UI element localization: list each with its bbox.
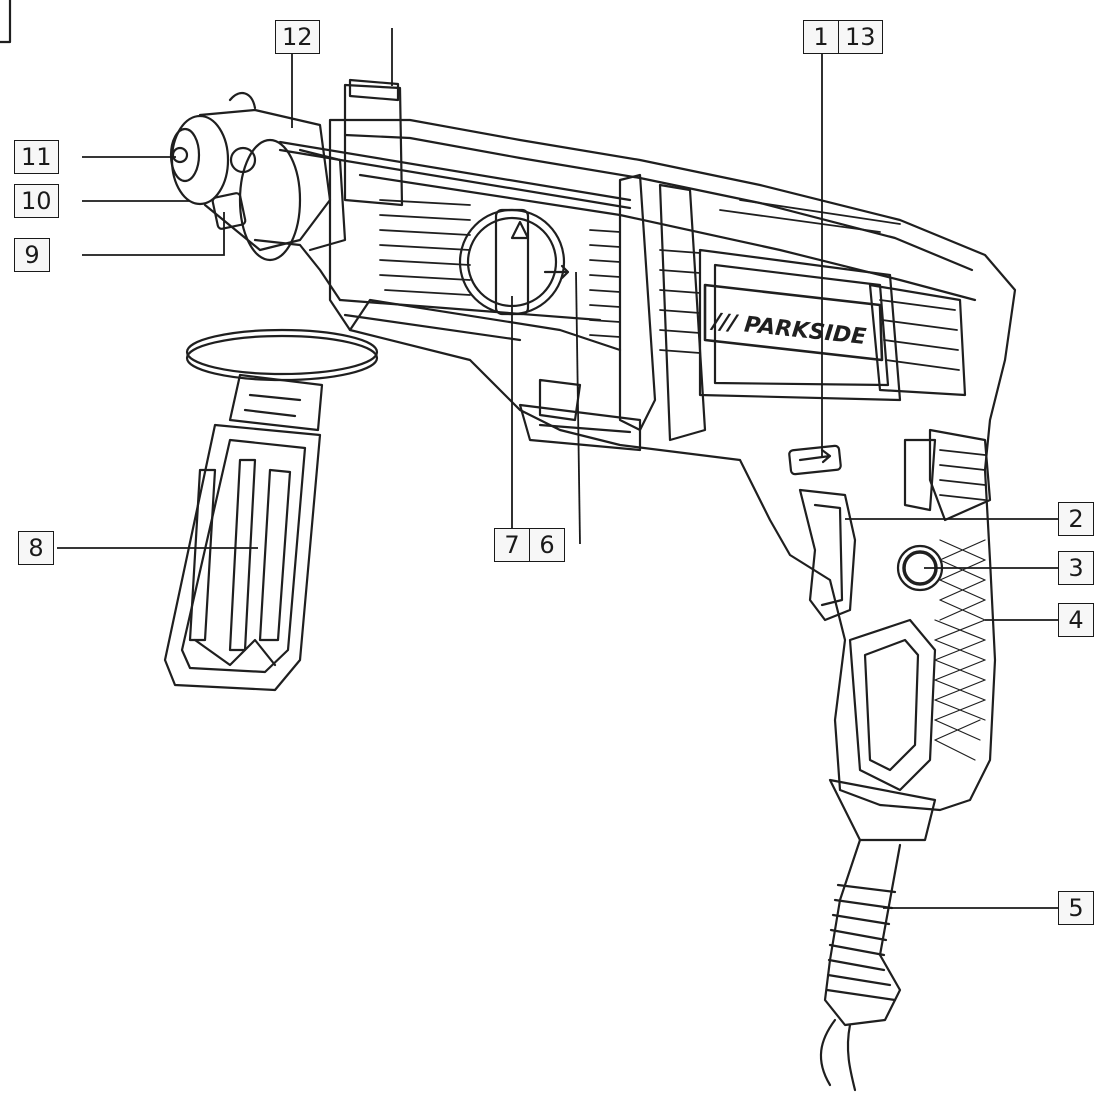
callout-label: 2 (1068, 505, 1084, 533)
drill-body (328, 118, 1017, 812)
callout-3: 3 (1058, 551, 1094, 585)
cooling-vents (379, 199, 986, 501)
leader-9 (82, 212, 225, 256)
trigger-assembly (788, 444, 857, 622)
callout-label: 6 (529, 529, 564, 561)
callout-2: 2 (1058, 502, 1094, 536)
callout-label: 1 (813, 23, 829, 51)
callout-label: 3 (1068, 554, 1084, 582)
callout-label: 4 (1068, 606, 1084, 634)
callout-10: 10 (14, 184, 59, 218)
mode-selector-dial (458, 208, 570, 316)
callout-label: 9 (24, 241, 40, 269)
callout-4: 4 (1058, 603, 1094, 637)
gear-housing (338, 298, 642, 452)
leader-6 (575, 271, 581, 545)
chuck-assembly (169, 91, 347, 302)
auxiliary-handle (163, 328, 379, 692)
callout-label: 11 (21, 143, 52, 171)
callout-label: 7 (504, 531, 520, 559)
leader-lines (57, 28, 1058, 909)
callout-label: 10 (21, 187, 52, 215)
callout-11: 11 (14, 140, 59, 174)
callout-8: 8 (18, 531, 54, 565)
power-cord (819, 838, 902, 1092)
grip-texture (934, 539, 986, 761)
callout-1-13: 1 13 (803, 20, 883, 54)
callout-label: 5 (1068, 894, 1084, 922)
callout-label: 13 (838, 21, 882, 53)
callout-label: 12 (282, 23, 313, 51)
callout-12: 12 (275, 20, 320, 54)
rear-handle (828, 618, 937, 842)
callout-7-6: 7 6 (494, 528, 565, 562)
frame-corner (0, 0, 12, 44)
callout-9: 9 (14, 238, 50, 272)
callout-5: 5 (1058, 891, 1094, 925)
callout-label: 8 (28, 534, 44, 562)
